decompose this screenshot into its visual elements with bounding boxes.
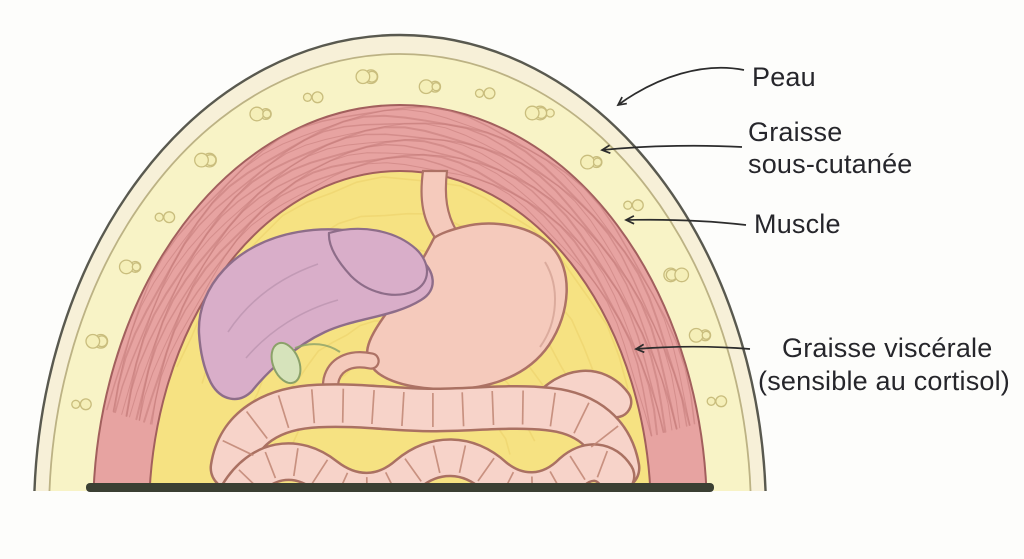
muscle-label: Muscle: [754, 209, 841, 239]
fat-cell: [631, 199, 644, 212]
transverse-colon: [212, 385, 638, 488]
base-line: [86, 483, 714, 492]
graisse-viscerale-arrow: [634, 343, 751, 354]
fat-cell: [706, 396, 716, 406]
fat-cell: [592, 157, 603, 167]
fat-cell: [483, 87, 496, 100]
liver-shading: [245, 299, 339, 359]
graisse-viscerale-label-line1: Graisse viscérale: [782, 333, 992, 363]
muscle-fiber: [125, 133, 678, 430]
intestine-crease-line: [310, 389, 316, 424]
intestine-crease-line: [432, 445, 441, 474]
fat-cell: [674, 267, 690, 283]
intestine-crease-line: [590, 425, 619, 448]
intestine-crease-line: [521, 390, 524, 425]
fat-cell: [85, 333, 101, 349]
small-intestine-loops: [221, 440, 633, 491]
fat-cell: [580, 154, 595, 170]
fat-cells: [71, 69, 728, 411]
intestine-crease-line: [461, 392, 465, 427]
muscle-fiber: [113, 114, 691, 426]
liver: [197, 227, 434, 401]
fat-cell: [262, 109, 272, 119]
muscle-fiber: [138, 152, 664, 433]
intestine-creases: [222, 388, 619, 491]
fat-cell: [311, 91, 324, 104]
intestine-crease-line: [458, 445, 467, 473]
muscle-fiber: [106, 106, 696, 425]
intestine-crease-line: [311, 459, 329, 484]
fat-cell: [431, 82, 441, 92]
gallbladder-body: [270, 341, 302, 385]
bile-duct: [294, 343, 341, 353]
muscle-arrow: [624, 215, 747, 226]
intestine-crease-line: [371, 390, 375, 425]
graisse-sous-cutanee-label-line2: sous-cutanée: [748, 149, 913, 179]
intestine-crease-line: [549, 392, 556, 427]
fat-cell: [154, 212, 164, 222]
liver-right-lobe: [327, 227, 429, 296]
fat-cell: [715, 395, 728, 408]
peau-label: Peau: [752, 62, 816, 92]
annotations: Peau Graisse sous-cutanée Muscle Graisse…: [600, 62, 1010, 396]
gallbladder: [270, 341, 341, 385]
fat-cell: [688, 327, 704, 343]
fat-cell: [302, 92, 313, 102]
stomach-body: [365, 222, 568, 391]
muscle-fiber: [112, 108, 691, 426]
abdominal-dome: [33, 33, 767, 491]
intestine-crease-line: [477, 457, 495, 482]
fat-cell: [545, 108, 555, 118]
fat-cell: [131, 262, 141, 272]
fat-cell: [249, 106, 265, 122]
muscle-fiber: [125, 126, 678, 430]
intestine-crease-line: [264, 451, 277, 479]
intestine-crease-line: [222, 439, 254, 457]
intestine-crease-line: [596, 450, 609, 478]
fat-cell: [524, 105, 540, 121]
intestine-crease-line: [277, 395, 290, 429]
stomach-shading: [539, 261, 556, 348]
large-intestine: [209, 369, 641, 491]
intestine-crease-line: [292, 448, 299, 477]
fat-cell: [623, 200, 633, 210]
stomach: [365, 169, 568, 391]
graisse-sous-cutanee-arrow: [600, 144, 743, 154]
muscle-striations: [106, 106, 696, 437]
intestine-crease-line: [341, 388, 345, 423]
muscle-fiber: [149, 156, 653, 437]
fat-cell: [71, 399, 81, 409]
intestine-crease-line: [491, 390, 495, 426]
liver-shading: [227, 263, 319, 333]
graisse-viscerale-label-line2: (sensible au cortisol): [758, 366, 1010, 396]
intestine-crease-line: [401, 392, 405, 427]
fat-cell: [163, 211, 176, 224]
intestine-crease-line: [245, 410, 268, 440]
fat-cell: [79, 398, 92, 411]
peau-arrow: [616, 66, 745, 107]
graisse-sous-cutanee-label-line1: Graisse: [748, 117, 842, 147]
intestine-crease-line: [569, 455, 586, 481]
small-intestine: [218, 438, 636, 491]
fat-cell: [701, 330, 711, 340]
fat-cell: [118, 259, 134, 275]
fat-cell: [418, 79, 434, 95]
fat-cell: [355, 69, 371, 85]
fat-cell: [474, 88, 485, 98]
intestine-crease-line: [573, 402, 590, 434]
muscle-fiber: [143, 153, 658, 436]
fat-cell: [194, 152, 209, 168]
intestine-crease-line: [404, 458, 422, 482]
